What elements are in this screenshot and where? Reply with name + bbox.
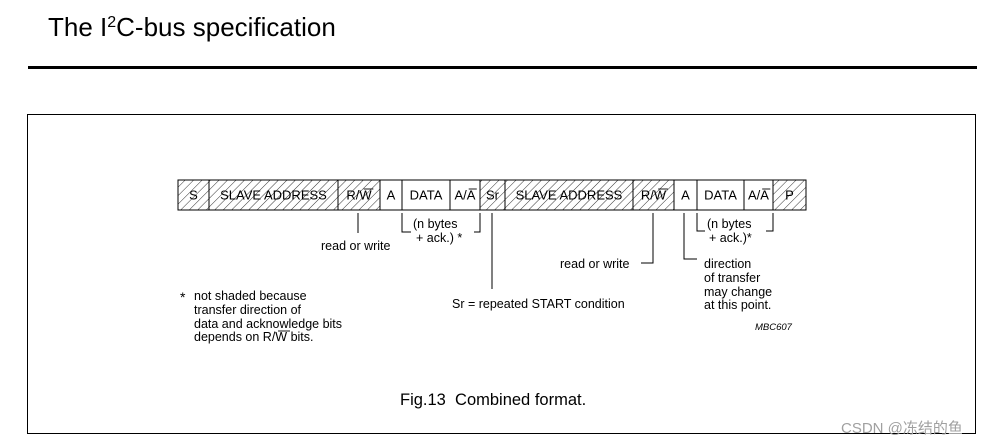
- footnote-line-4: depends on R/W bits.: [194, 330, 314, 344]
- read-write-label-1: read or write: [321, 239, 391, 253]
- field-label: SLAVE ADDRESS: [516, 188, 623, 203]
- field-a-a-6: A/A: [449, 179, 481, 211]
- frame-fields: S SLAVE ADDRESS R/W A DATA A/A Sr SLAVE ADDRESS…: [177, 179, 807, 211]
- field-s-1: S: [177, 179, 210, 211]
- footnote-line-2: transfer direction of: [194, 303, 302, 317]
- title-suffix: C-bus specification: [116, 12, 336, 42]
- direction-line-4: at this point.: [704, 298, 771, 312]
- sr-note: Sr = repeated START condition: [452, 297, 625, 311]
- field-label: R/W: [346, 188, 372, 203]
- field-label: SLAVE ADDRESS: [220, 188, 327, 203]
- field-data-5: DATA: [401, 179, 451, 211]
- title-prefix: The I: [48, 12, 108, 42]
- footnote-line-3: data and acknowledge bits: [194, 317, 342, 331]
- footnote-star: *: [180, 289, 186, 305]
- field-data-11: DATA: [696, 179, 745, 211]
- figure-code: MBC607: [755, 322, 793, 333]
- title-superscript: 2: [107, 14, 117, 31]
- direction-line-1: direction: [704, 257, 751, 271]
- direction-line-2: of transfer: [704, 271, 760, 285]
- figure-frame: [27, 114, 976, 434]
- field-box: [449, 179, 481, 211]
- field-label: A: [387, 188, 396, 203]
- field-label: A: [681, 188, 690, 203]
- field-box: [177, 179, 210, 211]
- nbytes-bracket-1: [401, 213, 481, 233]
- field-label: P: [785, 188, 794, 203]
- field-label: DATA: [704, 188, 737, 203]
- footnote-line-4-text: depends on R/W bits.: [194, 330, 314, 344]
- field-label: A/A: [455, 188, 476, 203]
- header-rule: [28, 66, 977, 69]
- read-write-leader-2: [641, 213, 654, 264]
- field-box: [696, 179, 745, 211]
- direction-leader: [683, 213, 697, 260]
- direction-line-3: may change: [704, 285, 772, 299]
- field-label: A/A: [748, 188, 769, 203]
- field-box: [772, 179, 807, 211]
- field-box: [401, 179, 451, 211]
- figure-caption: Fig.13 Combined format.: [400, 391, 586, 409]
- field-slave-address-2: SLAVE ADDRESS: [208, 179, 339, 211]
- field-box: [479, 179, 506, 211]
- field-sr-7: Sr: [479, 179, 506, 211]
- nbytes-label-1-line2: + ack.) *: [416, 231, 462, 245]
- field-r-w-9: R/W: [632, 179, 675, 211]
- field-box: [743, 179, 774, 211]
- field-box: [208, 179, 339, 211]
- watermark: CSDN @冻结的鱼: [841, 420, 963, 437]
- field-p-13: P: [772, 179, 807, 211]
- field-slave-address-8: SLAVE ADDRESS: [504, 179, 634, 211]
- nbytes-bracket-2: [696, 213, 774, 232]
- field-label: R/W: [641, 188, 667, 203]
- field-label: S: [189, 188, 198, 203]
- footnote-line-1: not shaded because: [194, 289, 307, 303]
- field-a-10: A: [673, 179, 698, 211]
- nbytes-label-1-line1: (n bytes: [413, 217, 457, 231]
- field-label: Sr: [486, 188, 500, 203]
- read-write-label-2: read or write: [560, 257, 630, 271]
- field-a-a-12: A/A: [743, 179, 774, 211]
- field-r-w-3: R/W: [337, 179, 381, 211]
- field-a-4: A: [379, 179, 403, 211]
- field-label: DATA: [410, 188, 443, 203]
- field-box: [504, 179, 634, 211]
- nbytes-label-2-line1: (n bytes: [707, 217, 751, 231]
- nbytes-label-2-line2: + ack.)*: [709, 231, 752, 245]
- page-title: The I2C-bus specification: [48, 12, 336, 43]
